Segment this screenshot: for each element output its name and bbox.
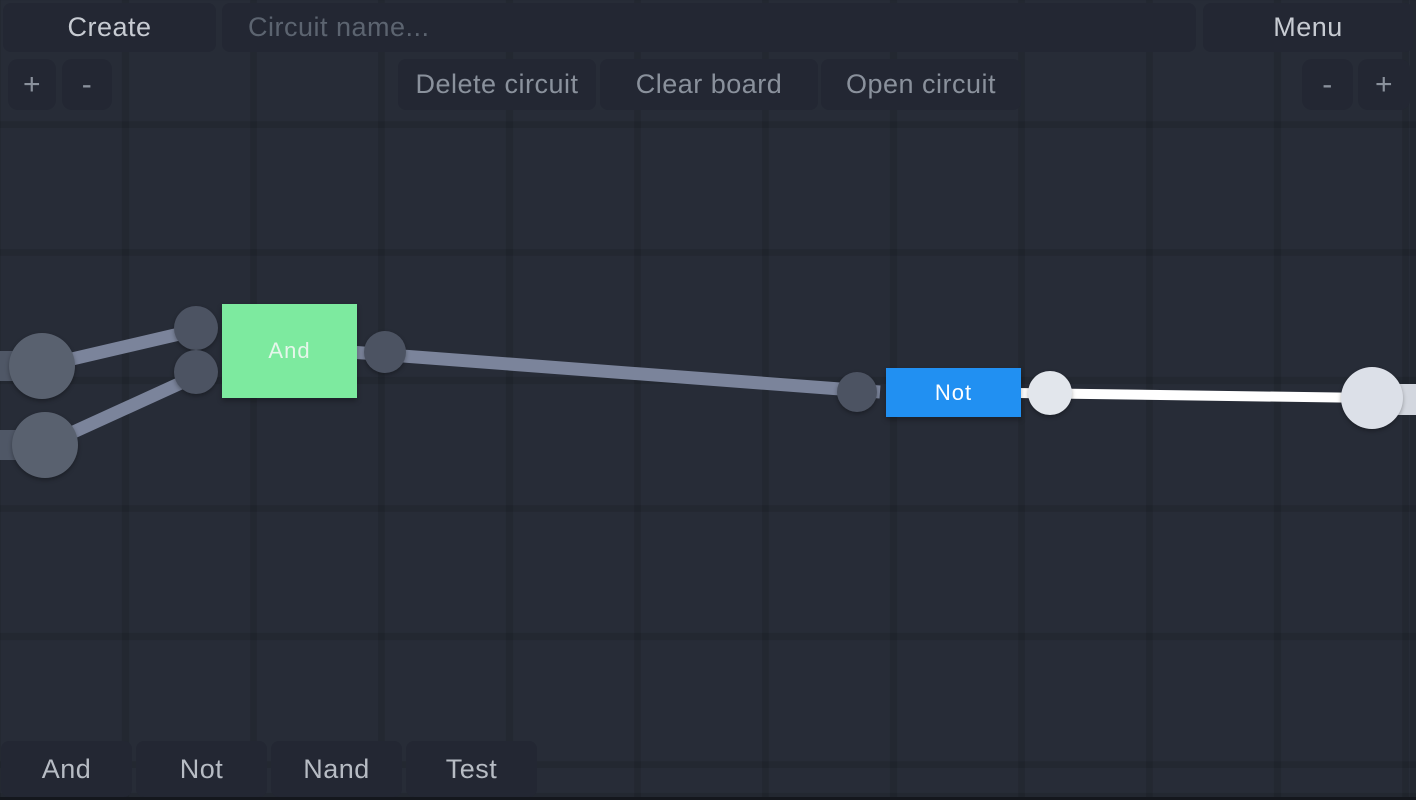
palette-item-not[interactable]: Not bbox=[136, 741, 267, 797]
zoom-out-button-left[interactable]: - bbox=[62, 59, 112, 110]
wire-on[interactable] bbox=[1017, 388, 1373, 403]
zoom-in-button-right[interactable]: + bbox=[1358, 59, 1410, 110]
gate-and[interactable]: And bbox=[222, 304, 357, 398]
gate-palette: And Not Nand Test bbox=[1, 741, 537, 797]
gate-pin[interactable] bbox=[174, 306, 218, 350]
gate-pin[interactable] bbox=[364, 331, 406, 373]
gate-pin[interactable] bbox=[174, 350, 218, 394]
create-button[interactable]: Create bbox=[3, 3, 216, 52]
palette-item-and[interactable]: And bbox=[1, 741, 132, 797]
input-node[interactable] bbox=[12, 412, 78, 478]
palette-item-test[interactable]: Test bbox=[406, 741, 537, 797]
open-circuit-button[interactable]: Open circuit bbox=[821, 59, 1021, 110]
palette-item-nand[interactable]: Nand bbox=[271, 741, 402, 797]
output-node[interactable] bbox=[1341, 367, 1403, 429]
input-node[interactable] bbox=[9, 333, 75, 399]
gate-not[interactable]: Not bbox=[886, 368, 1021, 417]
clear-board-button[interactable]: Clear board bbox=[600, 59, 818, 110]
circuit-name-input[interactable] bbox=[222, 3, 1196, 52]
bottom-edge-strip bbox=[0, 797, 1416, 800]
menu-button[interactable]: Menu bbox=[1203, 3, 1413, 52]
zoom-in-button-left[interactable]: + bbox=[8, 59, 56, 110]
zoom-out-button-right[interactable]: - bbox=[1302, 59, 1353, 110]
wire-off[interactable] bbox=[349, 345, 881, 399]
delete-circuit-button[interactable]: Delete circuit bbox=[398, 59, 596, 110]
gate-pin[interactable] bbox=[837, 372, 877, 412]
gate-pin[interactable] bbox=[1028, 371, 1072, 415]
